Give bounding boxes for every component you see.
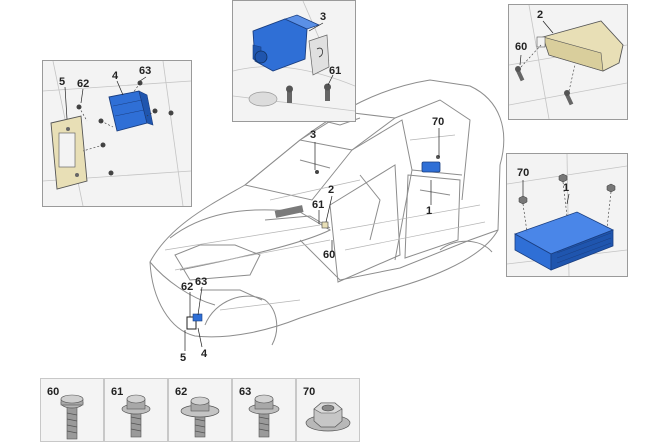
callout-2: 2 bbox=[328, 184, 335, 196]
bracket-module-illustration bbox=[43, 61, 191, 206]
callout-63: 63 bbox=[195, 276, 208, 288]
callout-60: 60 bbox=[323, 249, 336, 261]
inset-bracket-callout-4: 4 bbox=[112, 70, 119, 82]
flange-screw-icon bbox=[121, 394, 151, 438]
hex-nut-icon bbox=[305, 402, 351, 432]
inset-sensor-callout-2: 2 bbox=[537, 9, 544, 21]
inset-sensor: 2 60 bbox=[508, 4, 628, 120]
fastener-tile-62: 62 bbox=[168, 378, 232, 442]
fastener-tile-70: 70 bbox=[296, 378, 360, 442]
inset-module-callout-70: 70 bbox=[517, 167, 530, 179]
fastener-label-62: 62 bbox=[175, 386, 188, 398]
flange-screw-icon bbox=[248, 394, 280, 438]
fastener-label-60: 60 bbox=[47, 386, 60, 398]
callout-70: 70 bbox=[432, 116, 445, 128]
control-module-illustration bbox=[507, 154, 627, 276]
inset-camera-callout-61: 61 bbox=[329, 65, 342, 77]
inset-sensor-callout-60: 60 bbox=[515, 41, 528, 53]
inset-control-module: 70 1 bbox=[506, 153, 628, 277]
fastener-label-70: 70 bbox=[303, 386, 316, 398]
camera-illustration bbox=[233, 1, 355, 112]
sensor-illustration bbox=[509, 5, 627, 119]
inset-camera: 3 61 bbox=[232, 0, 356, 122]
inset-bracket-callout-63: 63 bbox=[139, 65, 152, 77]
callout-3: 3 bbox=[310, 129, 317, 141]
washer-screw-icon bbox=[180, 396, 220, 438]
callout-61: 61 bbox=[312, 199, 325, 211]
fastener-tile-61: 61 bbox=[104, 378, 168, 442]
fastener-tile-63: 63 bbox=[232, 378, 296, 442]
fastener-tile-60: 60 bbox=[40, 378, 104, 442]
callout-4: 4 bbox=[201, 348, 208, 360]
inset-bracket-callout-5: 5 bbox=[59, 76, 66, 88]
fastener-label-63: 63 bbox=[239, 386, 252, 398]
fastener-label-61: 61 bbox=[111, 386, 124, 398]
screw-icon bbox=[60, 394, 84, 440]
callout-1: 1 bbox=[426, 205, 433, 217]
inset-bracket-module: 5 62 4 63 bbox=[42, 60, 192, 207]
inset-module-callout-1: 1 bbox=[563, 182, 570, 194]
callout-5: 5 bbox=[180, 352, 187, 364]
inset-bracket-callout-62: 62 bbox=[77, 78, 90, 90]
callout-62: 62 bbox=[181, 281, 194, 293]
inset-camera-callout-3: 3 bbox=[320, 11, 327, 23]
